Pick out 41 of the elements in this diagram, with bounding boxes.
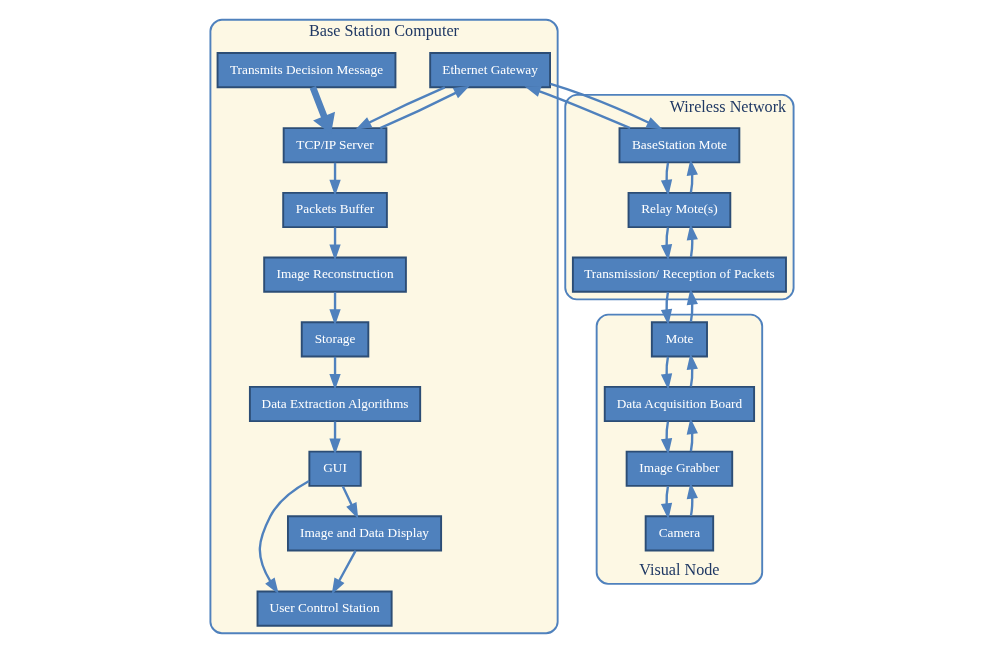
arrow [328, 421, 341, 455]
node-box: Data Acquisition Board [603, 385, 755, 423]
arrow [328, 292, 341, 326]
node-box: Image and Data Display [286, 515, 442, 552]
arrow [379, 85, 470, 130]
arrow [523, 86, 631, 130]
arrow [660, 421, 672, 455]
arrow [660, 291, 672, 326]
arrow [686, 417, 698, 452]
arrow [328, 162, 341, 196]
arrow [331, 550, 357, 595]
arrow [549, 82, 663, 130]
arrow [660, 356, 672, 391]
arrow [686, 223, 698, 258]
arrow [686, 288, 698, 322]
node-box: Ethernet Gateway [428, 52, 551, 89]
node-box: TCP/IP Server [282, 127, 387, 164]
arrow [686, 353, 698, 387]
arrow [686, 482, 698, 517]
arrow [328, 356, 341, 391]
node-box: Storage [300, 321, 369, 358]
node-box: Relay Mote(s) [627, 191, 731, 229]
arrow [341, 485, 358, 520]
arrow [660, 162, 672, 196]
arrow [660, 485, 672, 520]
node-box: Image Reconstruction [262, 256, 407, 293]
arrow [660, 227, 672, 261]
node-box: Mote [650, 321, 708, 358]
node-box: BaseStation Mote [618, 127, 740, 164]
arrow [258, 479, 310, 595]
node-box: Packets Buffer [281, 191, 388, 229]
arrow [686, 159, 698, 193]
arrow [354, 86, 445, 130]
node-box: Camera [644, 515, 714, 552]
node-box: Data Extraction Algorithms [248, 385, 421, 423]
node-box: Transmits Decision Message [216, 52, 396, 89]
arrow [328, 227, 341, 261]
node-box: Transmission/ Reception of Packets [571, 256, 787, 293]
node-box: User Control Station [256, 590, 393, 627]
node-box: GUI [307, 450, 362, 487]
node-box: Image Grabber [625, 450, 733, 487]
